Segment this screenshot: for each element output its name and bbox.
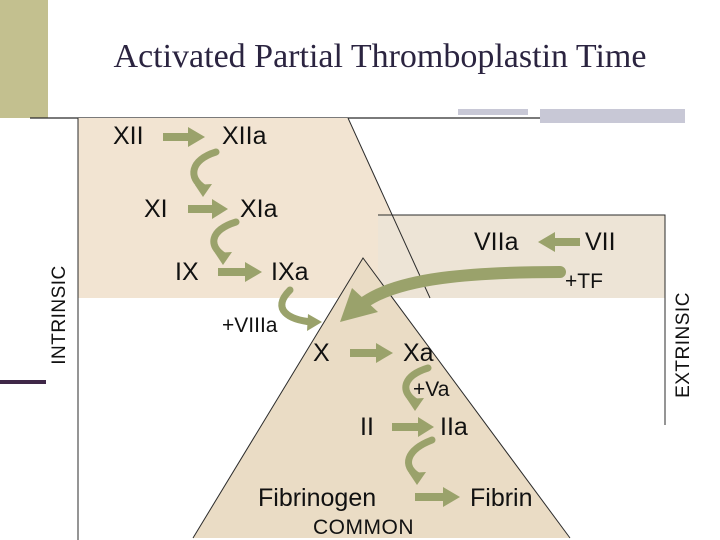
- left-sidebar-accent: [0, 380, 46, 384]
- curve-xa-ii-head: [407, 398, 424, 411]
- arrow-viia-to-x: [359, 266, 566, 308]
- label-intrinsic: INTRINSIC: [49, 265, 70, 365]
- arrow-ix-ixa: [218, 262, 262, 282]
- factor-xia: XIa: [240, 195, 278, 223]
- curve-iia-fibrinogen-head: [409, 472, 426, 485]
- factor-ixa: IXa: [271, 258, 309, 286]
- factor-ii: II: [360, 413, 374, 441]
- common-triangle: [193, 258, 570, 538]
- arrow-x-xa: [350, 343, 393, 363]
- label-common: COMMON: [313, 516, 414, 539]
- title-rule-accent-1: [458, 109, 528, 115]
- arrow-fibrinogen-fibrin: [415, 487, 460, 507]
- arrow-xi-xia: [188, 199, 228, 219]
- factor-ix: IX: [175, 258, 199, 286]
- factor-xiia: XIIa: [222, 122, 267, 150]
- intrinsic-region: [78, 118, 430, 298]
- intrinsic-diagonal: [347, 117, 431, 299]
- arrow-ii-iia: [392, 417, 434, 437]
- page-title: Activated Partial Thromboplastin Time: [113, 38, 647, 75]
- factor-fibrin: Fibrin: [470, 484, 533, 512]
- left-sidebar-bar: [0, 0, 48, 118]
- curve-xiia-xi-head: [195, 184, 212, 197]
- curve-xia-ix-head: [215, 252, 232, 265]
- extrinsic-outline: [378, 214, 666, 425]
- arrow-viia-to-x-head: [340, 288, 378, 322]
- factor-iia: IIa: [440, 413, 468, 441]
- factor-xa: Xa: [403, 339, 434, 367]
- factor-xi: XI: [144, 195, 168, 223]
- curve-ixa-x: [278, 286, 316, 326]
- factor-vii: VII: [585, 228, 616, 256]
- arrow-xii-xiia: [163, 127, 205, 147]
- factor-fibrinogen: Fibrinogen: [258, 484, 377, 512]
- common-outline: [192, 257, 571, 539]
- label-extrinsic: EXTRINSIC: [673, 292, 694, 398]
- factor-viia: VIIa: [474, 228, 519, 256]
- arrow-vii-viia: [538, 232, 580, 252]
- cofactor-viiia: +VIIIa: [222, 314, 278, 337]
- cofactor-tf: +TF: [565, 270, 603, 293]
- factor-x: X: [313, 339, 330, 367]
- curve-ixa-x-head: [307, 314, 322, 331]
- title-rule-accent-2: [540, 109, 685, 123]
- factor-xii: XII: [113, 122, 144, 150]
- cofactor-va: +Va: [413, 378, 450, 401]
